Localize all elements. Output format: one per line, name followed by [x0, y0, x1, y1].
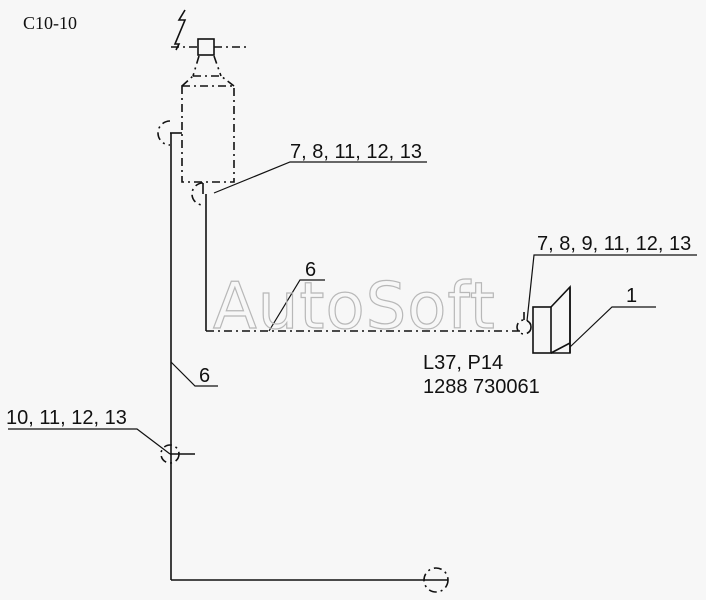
left-circle-top — [157, 120, 182, 146]
part-info-line1: L37, P14 — [423, 352, 503, 374]
top-valve-assembly — [171, 9, 250, 183]
top-spring-line — [173, 9, 187, 51]
watermark-text: AutoSoft — [213, 270, 496, 344]
leader-right-parts — [526, 254, 697, 322]
lower-port-arc — [191, 182, 204, 206]
right-connector-circle — [516, 319, 532, 335]
left-tee-fitting — [160, 444, 195, 464]
right-connector — [516, 312, 532, 335]
horn-device — [532, 284, 571, 354]
callout-mid-six: 6 — [305, 259, 316, 281]
part-info-line2: 1288 730061 — [423, 376, 540, 398]
leader-right-one — [569, 306, 656, 348]
piping — [170, 133, 521, 581]
horn-bell-bottom — [550, 342, 571, 354]
leader-top-parts — [213, 161, 427, 194]
leader-mid-six — [268, 279, 325, 332]
callout-top-parts: 7, 8, 11, 12, 13 — [290, 141, 422, 163]
top-body-right-shoulder — [220, 75, 235, 87]
leader-left-parts — [8, 428, 171, 455]
horn-bell — [550, 284, 571, 354]
callout-lines — [8, 161, 697, 455]
page-code: C10-10 — [23, 13, 77, 33]
callout-right-one: 1 — [626, 285, 637, 307]
top-neck — [192, 55, 222, 77]
top-body-outline — [181, 85, 235, 183]
callout-right-parts: 7, 8, 9, 11, 12, 13 — [537, 233, 691, 255]
horn-base — [532, 306, 552, 354]
left-circle-top-arc — [157, 120, 171, 146]
lower-port-circle — [191, 182, 204, 206]
callout-left-six: 6 — [199, 365, 210, 387]
leader-left-six — [170, 361, 218, 387]
top-body-left-shoulder — [181, 75, 194, 87]
callout-left-parts: 10, 11, 12, 13 — [6, 407, 127, 429]
top-cap — [197, 38, 215, 56]
bottom-end-fitting — [423, 567, 449, 593]
